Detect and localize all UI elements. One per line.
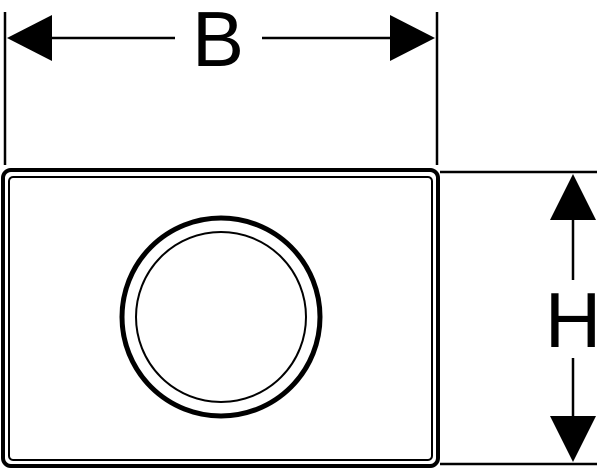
height-arrow-top-icon [550,174,596,220]
flush-button-outer-ring [119,215,323,419]
height-label: H [545,276,600,364]
flush-button-inner-circle [135,231,307,403]
width-label: B [192,0,244,83]
plate-outer-outline [1,168,440,468]
width-arrow-left-icon [7,15,52,61]
width-arrow-right-icon [390,15,435,61]
plate-inner-outline [8,176,433,461]
height-arrow-bottom-icon [550,416,596,462]
